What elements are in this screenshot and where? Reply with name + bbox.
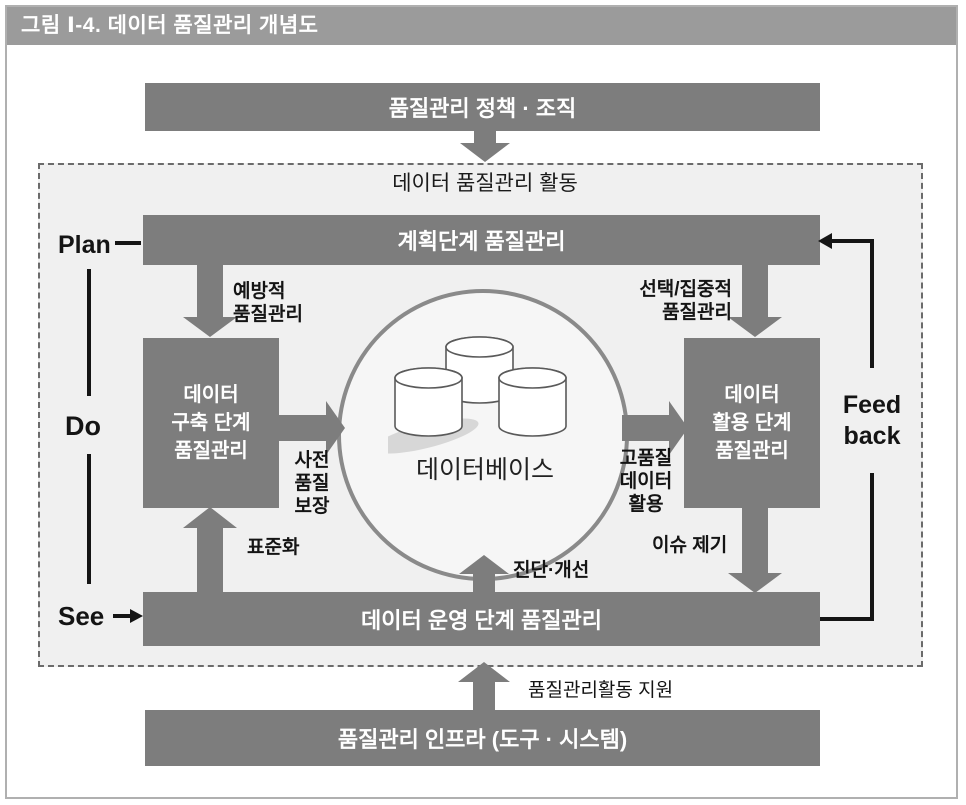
plan-stage-label: 계획단계 품질관리: [397, 229, 566, 254]
label-high-quality-data-use: 고품질 데이터 활용: [619, 448, 673, 516]
label-activity-support: 품질관리활동 지원: [528, 680, 674, 701]
database-label: 데이터베이스: [415, 456, 554, 484]
label-diagnosis-improvement: 진단·개선: [513, 560, 590, 581]
label-plan: Plan: [58, 231, 111, 259]
policy-organization-box: 품질관리 정책 · 조직: [145, 83, 820, 131]
operate-stage-label: 데이터 운영 단계 품질관리: [361, 608, 602, 633]
policy-organization-label: 품질관리 정책 · 조직: [388, 96, 577, 121]
label-feedback: Feed back: [842, 391, 902, 451]
build-stage-box: 데이터 구축 단계 품질관리: [143, 338, 279, 508]
infrastructure-box: 품질관리 인프라 (도구 · 시스템): [145, 710, 820, 766]
label-do: Do: [65, 411, 101, 441]
figure-title-bar: 그림 Ⅰ-4. 데이터 품질관리 개념도: [7, 7, 956, 45]
label-selective-qm: 선택/집중적 품질관리: [639, 279, 732, 324]
label-preventive-qm: 예방적 품질관리: [233, 281, 303, 326]
use-stage-box: 데이터 활용 단계 품질관리: [684, 338, 820, 508]
label-issue-raising: 이슈 제기: [652, 535, 728, 556]
label-advance-quality-assurance: 사전 품질 보장: [294, 450, 330, 518]
plan-stage-bar: 계획단계 품질관리: [143, 215, 820, 265]
operate-stage-bar: 데이터 운영 단계 품질관리: [143, 592, 820, 646]
infrastructure-label: 품질관리 인프라 (도구 · 시스템): [337, 727, 628, 752]
label-see: See: [58, 601, 105, 631]
database-icon: [388, 336, 567, 454]
activity-panel-title: 데이터 품질관리 활동: [392, 172, 578, 195]
figure-title: 그림 Ⅰ-4. 데이터 품질관리 개념도: [21, 14, 319, 37]
label-standardization: 표준화: [247, 537, 300, 558]
